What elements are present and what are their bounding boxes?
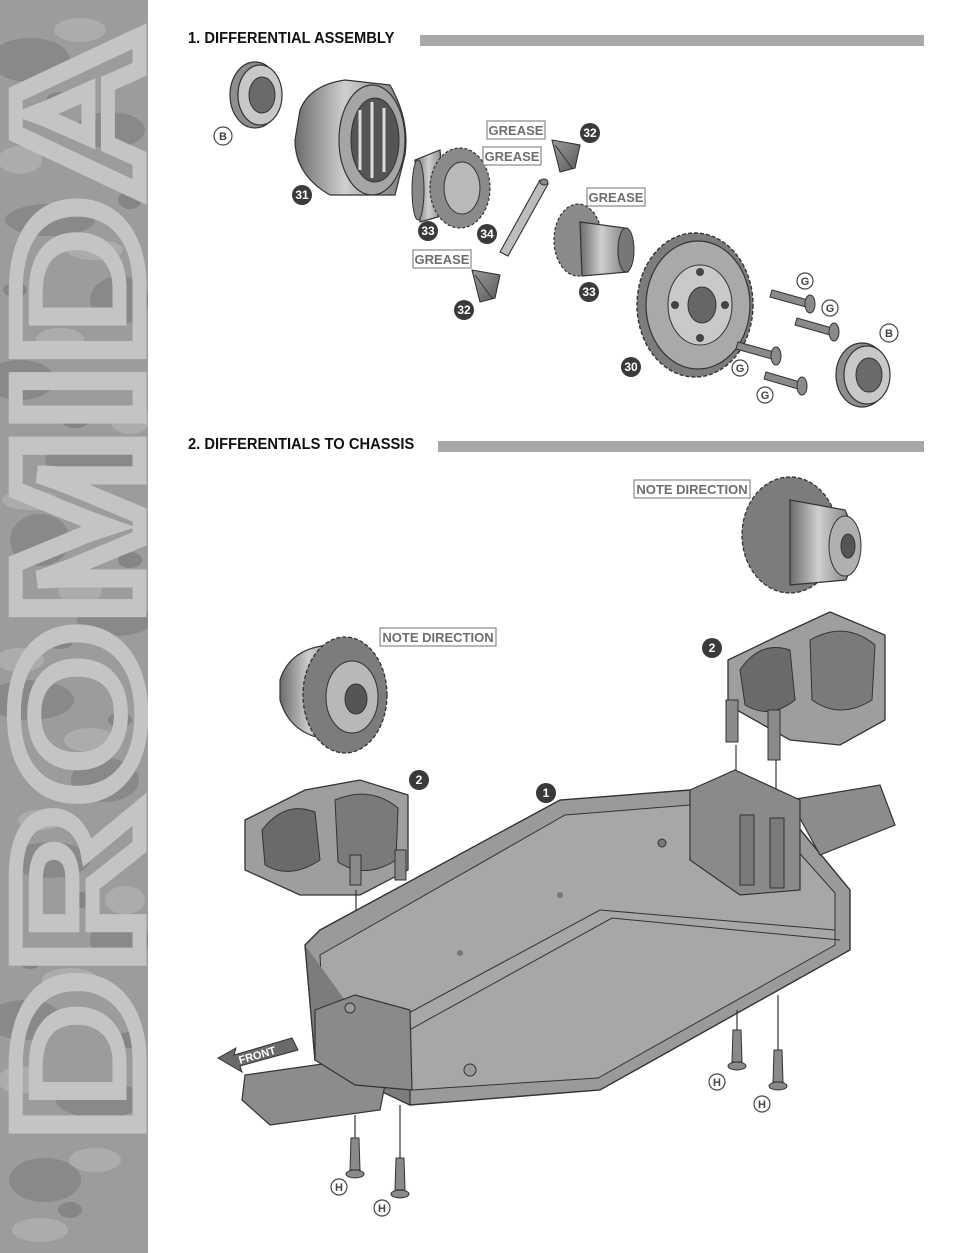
svg-text:NOTE DIRECTION: NOTE DIRECTION bbox=[636, 482, 747, 497]
note-direction-label: NOTE DIRECTION bbox=[633, 479, 751, 499]
svg-text:GREASE: GREASE bbox=[589, 190, 644, 205]
gearbox-cover-front bbox=[244, 779, 409, 896]
callout-30: 30 bbox=[621, 357, 641, 377]
step2-chassis-view: NOTE DIRECTION NOTE DIRECTION bbox=[216, 476, 896, 1217]
note-direction-label: NOTE DIRECTION bbox=[379, 627, 497, 647]
sidebar-brand-panel: DROMIDA bbox=[0, 0, 148, 1253]
callout-g: G bbox=[731, 359, 749, 377]
cross-pin bbox=[499, 178, 549, 257]
diff-case bbox=[294, 79, 407, 196]
brand-text: DROMIDA bbox=[0, 30, 148, 1140]
svg-text:G: G bbox=[826, 303, 835, 315]
callout-g: G bbox=[756, 386, 774, 404]
svg-text:H: H bbox=[335, 1182, 343, 1194]
svg-text:33: 33 bbox=[582, 285, 596, 299]
callout-g: G bbox=[796, 272, 814, 290]
svg-text:GREASE: GREASE bbox=[415, 252, 470, 267]
spider-gear-top bbox=[551, 139, 581, 173]
front-arrow: FRONT bbox=[216, 1037, 299, 1074]
bevel-gear-right bbox=[553, 203, 635, 277]
svg-text:30: 30 bbox=[624, 360, 638, 374]
svg-text:1: 1 bbox=[543, 786, 550, 800]
svg-text:B: B bbox=[885, 328, 893, 340]
callout-2: 2 bbox=[409, 770, 429, 790]
assembly-illustrations: GREASE GREASE GREASE GREASE B 31 33 34 3… bbox=[213, 61, 899, 1217]
svg-text:H: H bbox=[758, 1099, 766, 1111]
bevel-gear-left bbox=[429, 147, 491, 229]
callout-33: 33 bbox=[579, 282, 599, 302]
svg-text:31: 31 bbox=[295, 188, 309, 202]
svg-text:34: 34 bbox=[480, 227, 494, 241]
svg-text:32: 32 bbox=[457, 303, 471, 317]
callout-h: H bbox=[373, 1199, 391, 1217]
svg-text:H: H bbox=[378, 1203, 386, 1215]
callout-1: 1 bbox=[536, 783, 556, 803]
svg-text:G: G bbox=[761, 390, 770, 402]
section-divider-bar bbox=[420, 35, 924, 46]
grease-label: GREASE bbox=[482, 146, 542, 166]
callout-33: 33 bbox=[418, 221, 438, 241]
svg-text:NOTE DIRECTION: NOTE DIRECTION bbox=[382, 630, 493, 645]
svg-text:G: G bbox=[801, 276, 810, 288]
rear-differential bbox=[741, 476, 862, 594]
callout-34: 34 bbox=[477, 224, 497, 244]
callout-32: 32 bbox=[454, 300, 474, 320]
grease-label: GREASE bbox=[412, 249, 472, 269]
spider-gear-bottom bbox=[471, 269, 501, 303]
callout-g: G bbox=[821, 299, 839, 317]
chassis-tub bbox=[241, 769, 896, 1126]
svg-text:G: G bbox=[736, 363, 745, 375]
bearing-right bbox=[835, 342, 891, 408]
screws-g bbox=[735, 289, 840, 396]
svg-text:32: 32 bbox=[583, 126, 597, 140]
section-title-differentials-to-chassis: 2. DIFFERENTIALS TO CHASSIS bbox=[188, 436, 415, 453]
callout-b: B bbox=[879, 323, 899, 343]
grease-label: GREASE bbox=[586, 187, 646, 207]
svg-text:GREASE: GREASE bbox=[489, 123, 544, 138]
svg-text:33: 33 bbox=[421, 224, 435, 238]
callout-32: 32 bbox=[580, 123, 600, 143]
bearing-left bbox=[229, 61, 283, 129]
svg-text:H: H bbox=[713, 1077, 721, 1089]
callout-31: 31 bbox=[292, 185, 312, 205]
svg-text:2: 2 bbox=[709, 641, 716, 655]
ring-gear bbox=[636, 232, 754, 378]
svg-text:GREASE: GREASE bbox=[485, 149, 540, 164]
step1-exploded-view: GREASE GREASE GREASE GREASE B 31 33 34 3… bbox=[213, 61, 899, 408]
callout-h: H bbox=[330, 1178, 348, 1196]
brand-wordmark: DROMIDA bbox=[0, 23, 148, 1147]
section-divider-bar bbox=[438, 441, 924, 452]
section-title-differential-assembly: 1. DIFFERENTIAL ASSEMBLY bbox=[188, 30, 395, 47]
camo-texture bbox=[0, 0, 148, 1253]
front-differential bbox=[279, 636, 388, 754]
gearbox-cover-rear bbox=[725, 611, 886, 761]
callout-b: B bbox=[213, 126, 233, 146]
svg-text:2: 2 bbox=[416, 773, 423, 787]
callout-h: H bbox=[753, 1095, 771, 1113]
screws-h bbox=[345, 1029, 788, 1199]
grease-label: GREASE bbox=[486, 120, 546, 140]
svg-text:B: B bbox=[219, 131, 227, 143]
callout-2: 2 bbox=[702, 638, 722, 658]
callout-h: H bbox=[708, 1073, 726, 1091]
